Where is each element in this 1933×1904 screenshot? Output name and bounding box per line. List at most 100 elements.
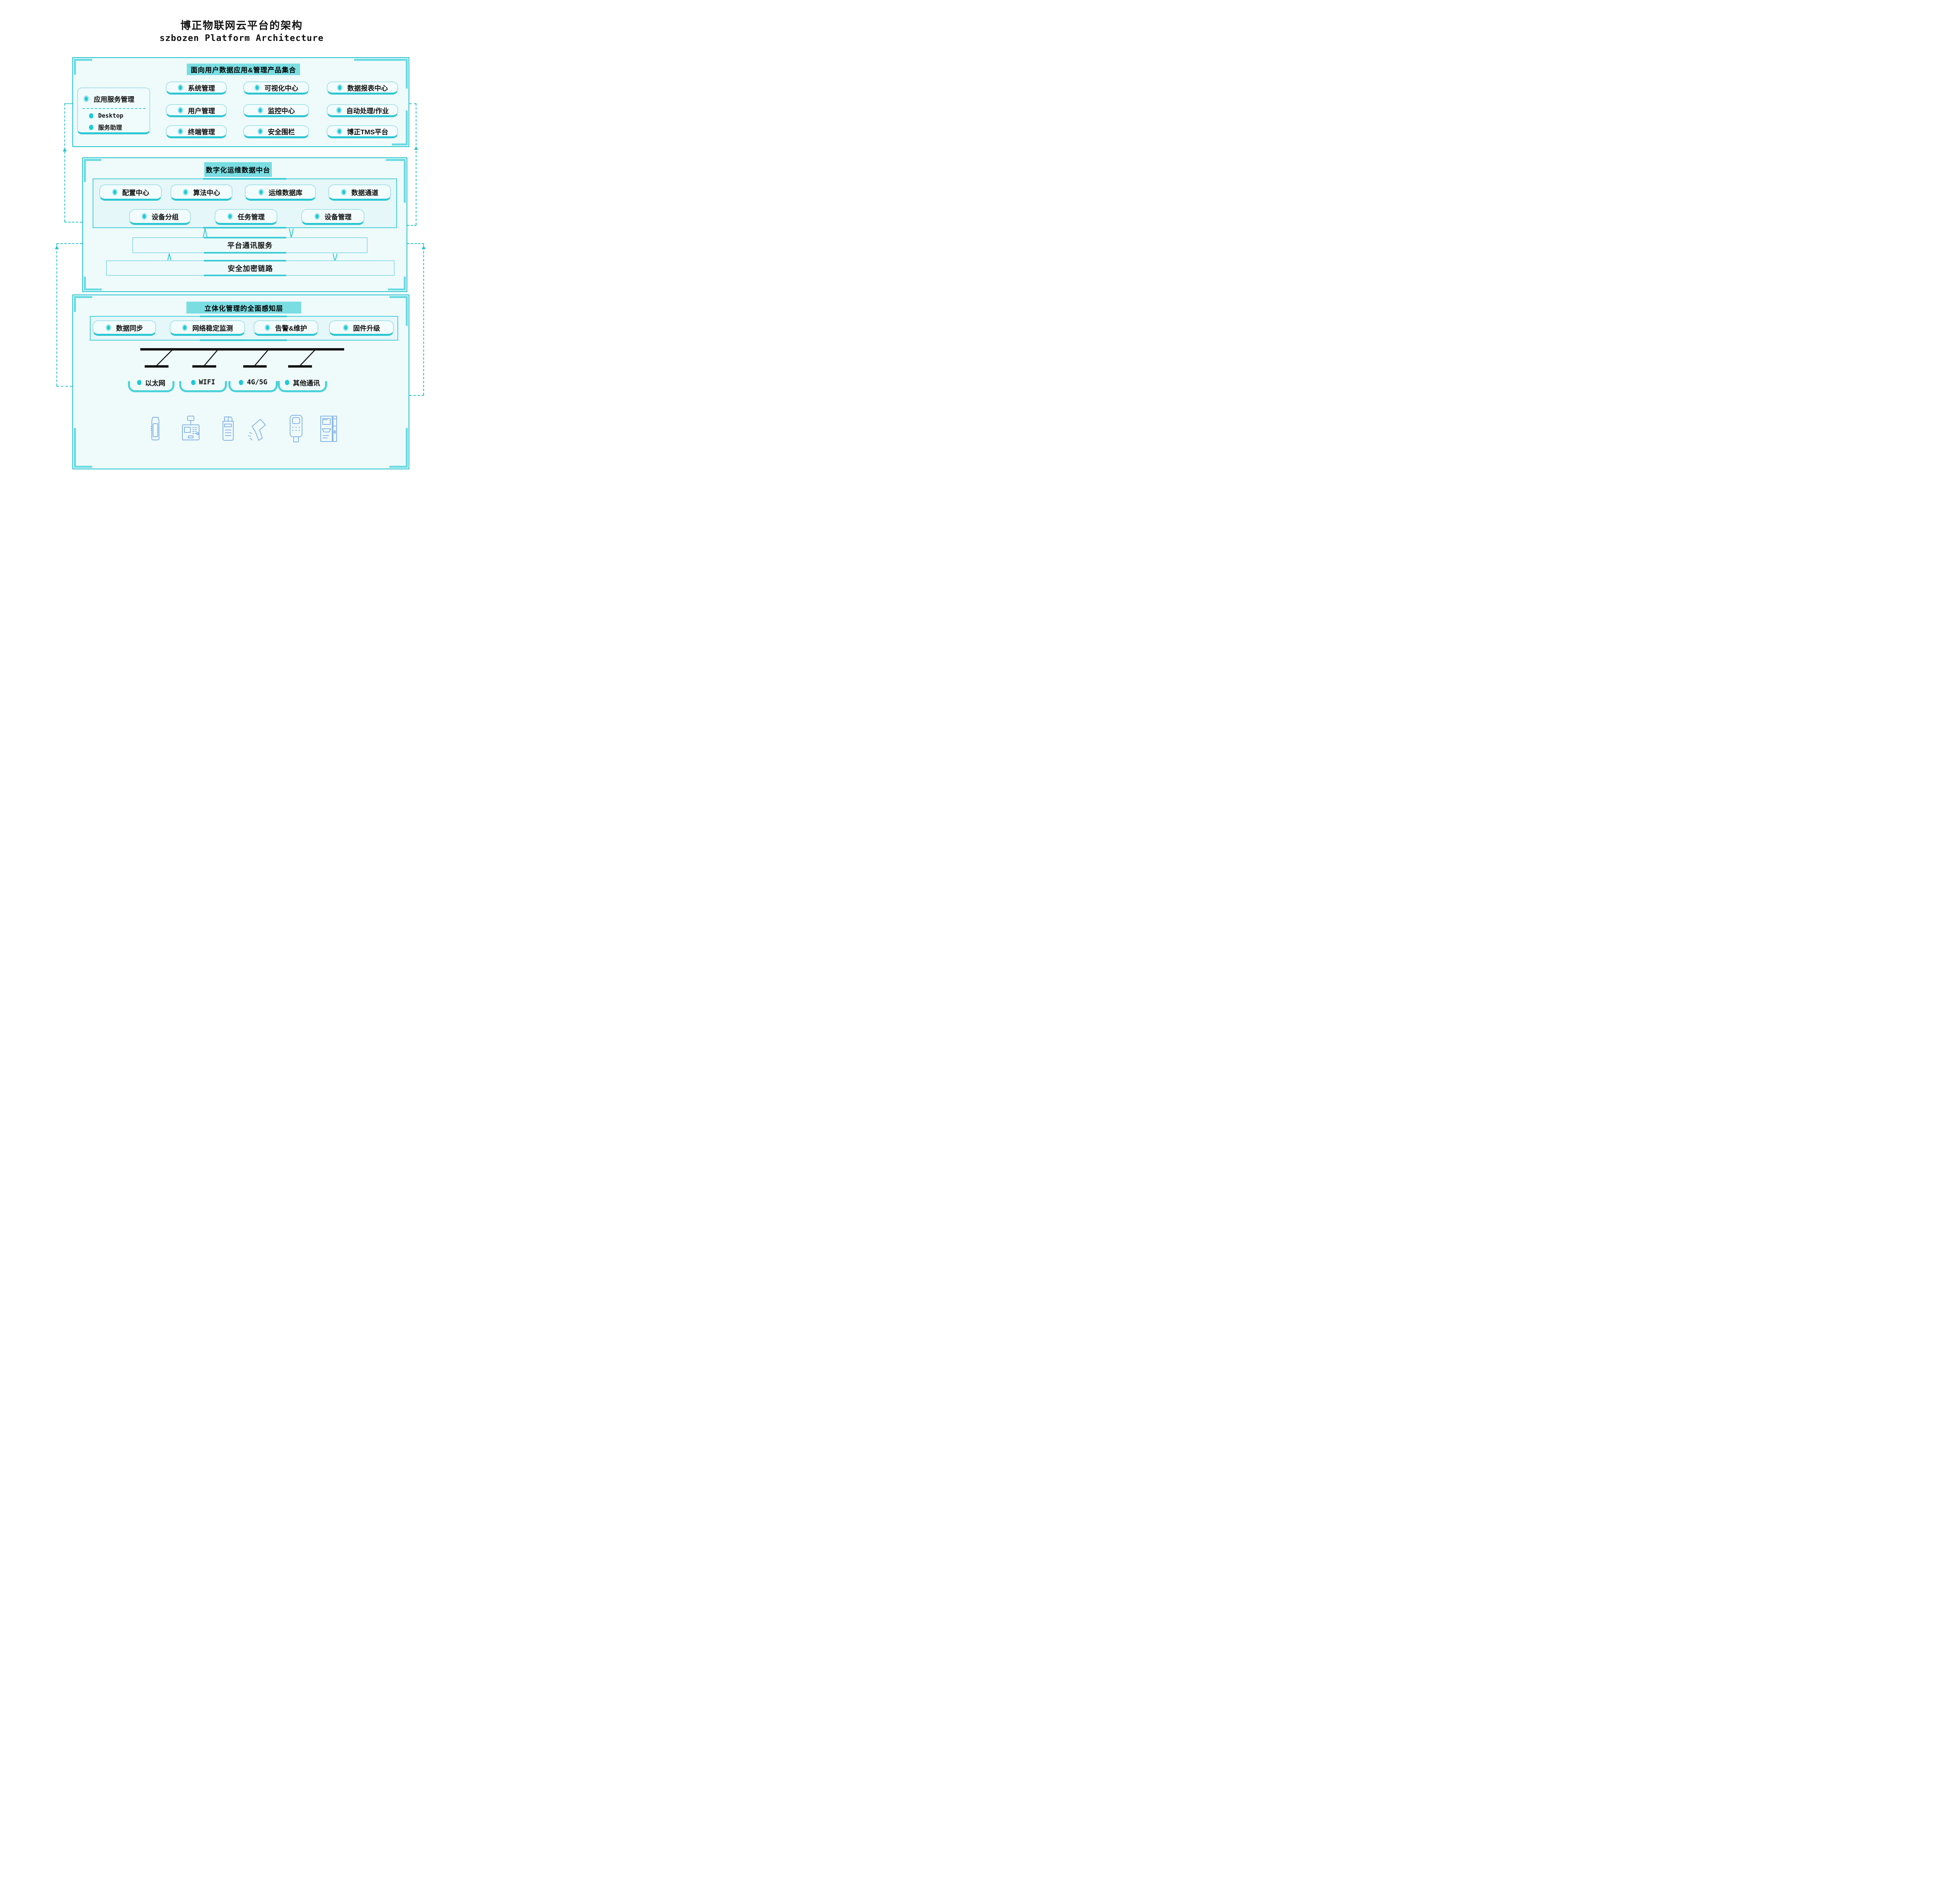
network-bus [140, 348, 344, 368]
bullet-icon [258, 188, 264, 196]
bus-tap-line [254, 349, 269, 366]
wifi-label: WIFI [179, 376, 227, 392]
corner-bracket [406, 296, 408, 326]
pill-label: 自动处理/作业 [346, 107, 389, 115]
task-management-pill: 任务管理 [215, 209, 277, 225]
pill-label: 终端管理 [188, 128, 215, 136]
app-service-card: 应用服务管理 Desktop 服务助理 [77, 87, 150, 134]
ops-database-pill: 运维数据库 [245, 184, 316, 201]
pill-label: 运维数据库 [269, 189, 302, 197]
card-reader-icon [289, 415, 304, 445]
connector-line [423, 243, 424, 395]
bus-tap-line [204, 349, 218, 366]
bullet-icon [337, 84, 343, 91]
bus-tap-line [300, 349, 316, 366]
edge-segment [204, 237, 286, 238]
bullet-icon [254, 84, 260, 91]
corner-bracket [84, 289, 102, 291]
bottom-section-header: 立体化管理的全面感知层 [186, 302, 301, 314]
diagram-canvas: 博正物联网云平台的架构 szbozen Platform Architectur… [0, 0, 483, 476]
security-fence-pill: 安全围栏 [243, 125, 309, 138]
top-section-header: 面向用户数据应用&管理产品集合 [187, 64, 300, 75]
cash-register-icon [181, 415, 201, 444]
card-item-desktop: Desktop [98, 112, 124, 119]
corner-bracket [74, 428, 76, 468]
corner-bracket [404, 277, 406, 291]
pill-label: 用户管理 [188, 107, 215, 115]
visualization-center-pill: 可视化中心 [243, 81, 309, 95]
algorithm-center-pill: 算法中心 [170, 184, 232, 201]
connector-line [409, 103, 416, 104]
corner-bracket [74, 296, 92, 298]
pos-receipt-printer-icon [221, 415, 235, 444]
pill-label: 固件升级 [353, 324, 380, 332]
arrow-up-icon [203, 228, 207, 238]
network-stability-monitor-pill: 网络稳定监测 [170, 320, 245, 336]
bullet-icon [258, 107, 263, 114]
corner-bracket [388, 289, 406, 291]
secure-encrypted-link-bar: 安全加密链路 [106, 260, 395, 276]
ethernet-label: 以太网 [128, 376, 174, 392]
network-label: 4G/5G [247, 378, 267, 386]
dot-icon [239, 380, 244, 385]
pill-label: 设备分组 [151, 213, 179, 221]
user-management-pill: 用户管理 [166, 104, 227, 117]
middle-section-header: 数字化运维数据中台 [204, 162, 272, 177]
platform-comm-service-bar: 平台通讯服务 [132, 237, 368, 254]
terminal-management-pill: 终端管理 [166, 125, 227, 138]
pill-label: 系统管理 [188, 84, 215, 92]
arrow-up-icon [63, 148, 67, 151]
bullet-icon [106, 324, 111, 331]
connector-line [56, 243, 82, 244]
connector-line [56, 386, 72, 387]
pill-label: 算法中心 [193, 189, 220, 197]
pill-label: 博正TMS平台 [347, 128, 388, 136]
network-label: 以太网 [145, 379, 165, 387]
bullet-icon [336, 107, 342, 114]
arrow-up-icon [414, 146, 418, 150]
edge-segment [204, 252, 286, 254]
edge-segment [204, 275, 286, 276]
bullet-icon [314, 213, 320, 220]
dot-icon [89, 113, 93, 118]
bullet-icon [337, 128, 343, 135]
pill-label: 数据报表中心 [347, 84, 388, 92]
corner-bracket [84, 159, 101, 161]
barcode-scanner-icon [247, 418, 271, 443]
connector-line [407, 225, 416, 226]
arrow-up-icon [55, 246, 59, 249]
data-sync-pill: 数据同步 [93, 320, 156, 336]
corner-bracket [74, 296, 76, 312]
config-center-pill: 配置中心 [99, 184, 162, 201]
bar-label: 安全加密链路 [228, 264, 273, 273]
pill-label: 任务管理 [238, 213, 265, 221]
card-item-row: 服务助理 [89, 123, 122, 132]
corner-bracket [354, 59, 408, 61]
pill-label: 可视化中心 [264, 84, 298, 92]
corner-bracket [389, 296, 408, 298]
corner-bracket [406, 110, 408, 145]
edge-segment [203, 178, 286, 180]
card-title: 应用服务管理 [94, 96, 134, 103]
device-group-pill: 设备分组 [129, 209, 191, 225]
edge-segment [204, 260, 286, 261]
corner-bracket [392, 143, 408, 145]
card-title-row: 应用服务管理 [83, 94, 134, 104]
bullet-icon [141, 213, 147, 220]
data-channel-pill: 数据通道 [328, 184, 391, 201]
dot-icon [89, 125, 93, 130]
bullet-icon [178, 128, 183, 135]
pill-label: 安全围栏 [268, 128, 295, 136]
connector-line [56, 243, 57, 386]
arrow-up-icon [422, 246, 426, 249]
dot-icon [285, 380, 289, 385]
bus-tap-line [156, 349, 173, 366]
connector-line [64, 222, 82, 223]
corner-bracket [74, 59, 92, 61]
bullet-icon [265, 324, 271, 331]
bullet-icon [178, 84, 183, 91]
bar-label: 平台通讯服务 [227, 242, 273, 250]
bullet-icon [227, 213, 233, 220]
connector-line [64, 103, 65, 222]
dashed-divider [83, 108, 145, 109]
